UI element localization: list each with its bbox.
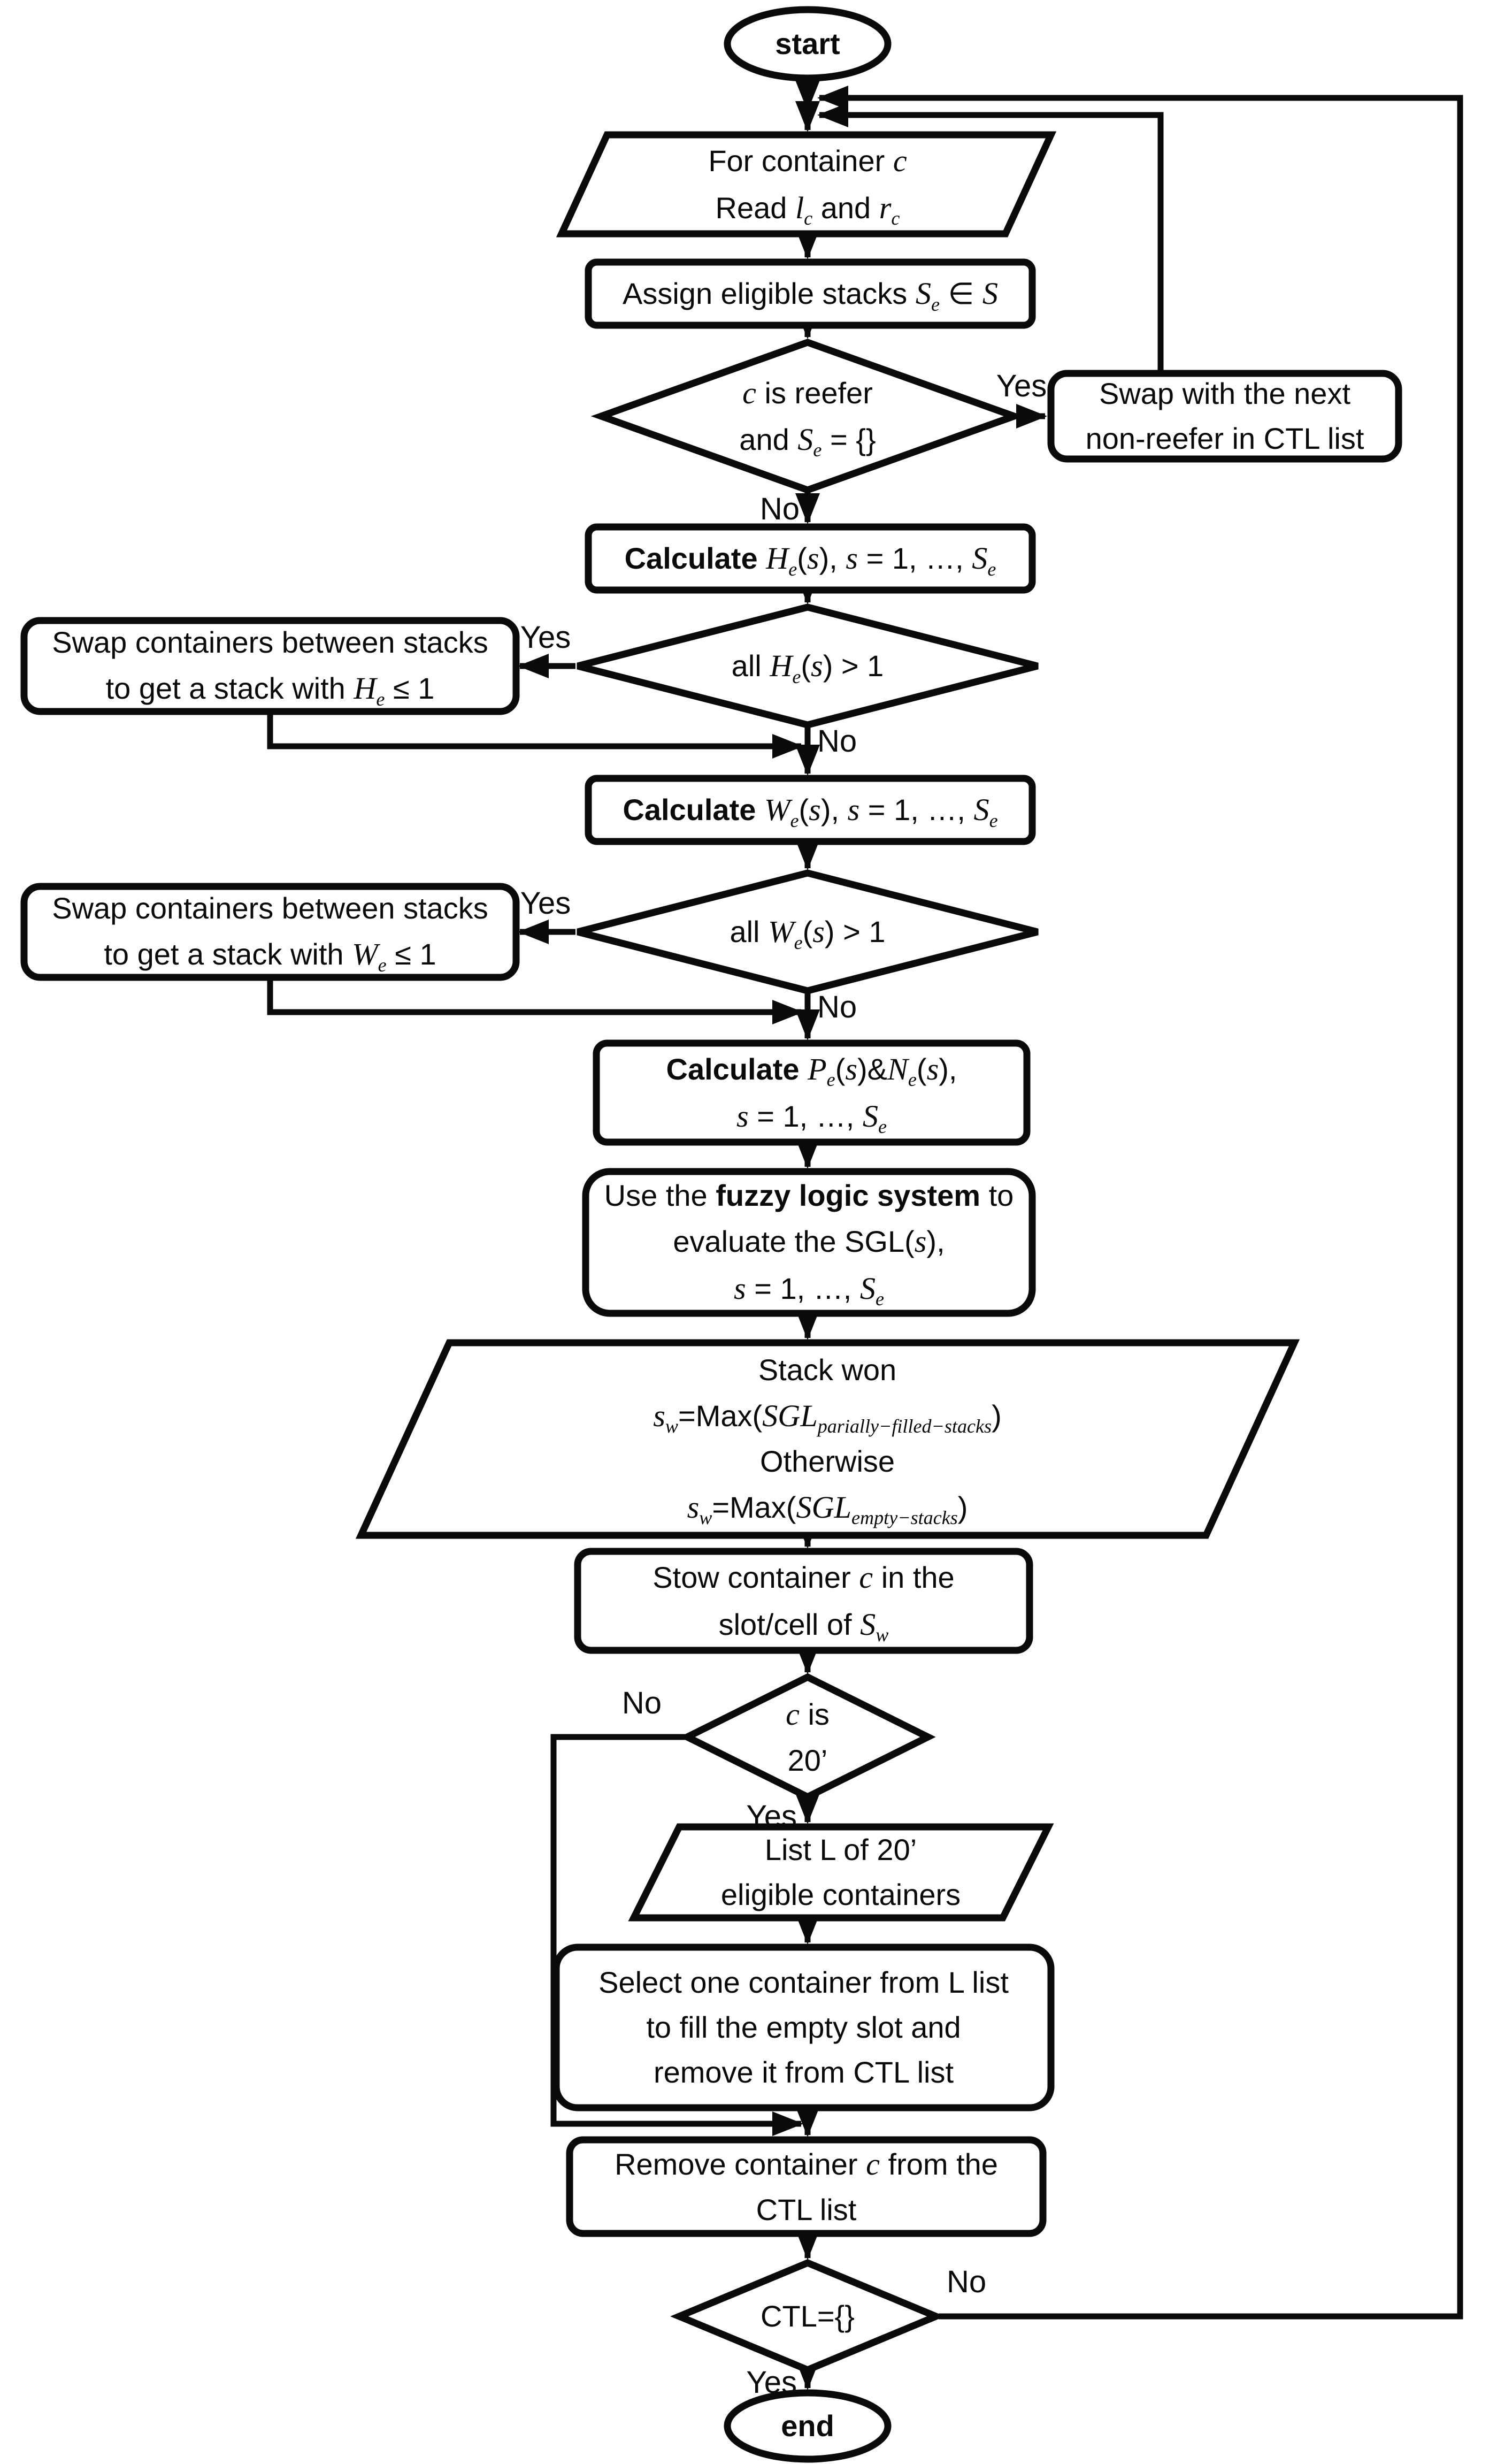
reefer-line-1: c is reefer bbox=[742, 375, 873, 410]
stack-won-line-1: Stack won bbox=[758, 1352, 897, 1387]
reefer-no-label: No bbox=[759, 492, 800, 526]
remove-process: Remove container c from the CTL list bbox=[570, 2140, 1043, 2233]
all-w-decision-shape bbox=[577, 869, 1039, 994]
read-line-1: For container c bbox=[708, 143, 907, 179]
stow-process: Stow container c in the slot/cell of Sw bbox=[578, 1551, 1030, 1650]
swap-nonreefer-shape bbox=[1047, 370, 1402, 463]
swap-w-line-2: to get a stack with We ≤ 1 bbox=[104, 937, 436, 976]
all-h-decision-shape bbox=[577, 603, 1039, 729]
all-w-yes-label: Yes bbox=[520, 886, 571, 921]
ctl-no-label: No bbox=[947, 2264, 987, 2299]
all-h-no-label: No bbox=[817, 724, 857, 759]
assign-process-shape bbox=[585, 258, 1036, 329]
swap-w-shape bbox=[20, 883, 520, 981]
end-label: end bbox=[781, 2409, 834, 2443]
reefer-yes-label: Yes bbox=[996, 369, 1047, 403]
calc-h-process: Calculate He(s), s = 1, …, Se bbox=[588, 527, 1032, 590]
calc-pn-process: Calculate Pe(s)&Ne(s), s = 1, …, Se bbox=[596, 1043, 1027, 1142]
assign-process: Assign eligible stacks Se ∈ S bbox=[588, 262, 1032, 325]
stack-won-line-3: Otherwise bbox=[759, 1444, 895, 1478]
select-process: Select one container from L list to fill… bbox=[556, 1947, 1051, 2108]
is20-yes-label: Yes bbox=[746, 1799, 797, 1834]
edge-swapw-merge bbox=[267, 977, 803, 1024]
fuzzy-line-2: evaluate the SGL(s), bbox=[673, 1224, 945, 1259]
ctl-yes-label: Yes bbox=[746, 2365, 797, 2400]
ctl-decision-shape bbox=[670, 2259, 945, 2374]
list20-line-1: List L of 20’ bbox=[764, 1833, 917, 1866]
remove-shape bbox=[566, 2136, 1047, 2237]
edge-ctl-no-return bbox=[817, 86, 1463, 2320]
swap-h-line-2: to get a stack with He ≤ 1 bbox=[105, 671, 435, 710]
swap-nonreefer-line-2: non-reefer in CTL list bbox=[1085, 422, 1364, 455]
all-h-line-1: all He(s) > 1 bbox=[731, 648, 884, 687]
list20-line-2: eligible containers bbox=[720, 1878, 961, 1911]
all-h-decision: all He(s) > 1 bbox=[578, 607, 1038, 725]
stow-shape bbox=[574, 1548, 1033, 1654]
assign-line-1: Assign eligible stacks Se ∈ S bbox=[623, 276, 998, 315]
is20-decision: c is 20’ bbox=[687, 1677, 928, 1797]
calc-w-process: Calculate We(s), s = 1, …, Se bbox=[588, 778, 1032, 841]
calc-w-line-1: Calculate We(s), s = 1, …, Se bbox=[623, 792, 998, 831]
start-terminator-shape bbox=[724, 6, 892, 82]
select-line-2: to fill the empty slot and bbox=[646, 2010, 961, 2044]
remove-line-2: CTL list bbox=[756, 2193, 857, 2227]
all-h-yes-label: Yes bbox=[520, 620, 571, 655]
calc-w-shape bbox=[585, 775, 1036, 845]
read-io-shape bbox=[556, 131, 1057, 238]
calc-h-line-1: Calculate He(s), s = 1, …, Se bbox=[624, 541, 996, 580]
stack-won-io-shape bbox=[355, 1339, 1300, 1539]
fuzzy-shape bbox=[582, 1168, 1036, 1317]
swap-h-line-1: Swap containers between stacks bbox=[52, 625, 488, 660]
stow-line-2: slot/cell of Sw bbox=[718, 1606, 889, 1646]
swap-w-line-1: Swap containers between stacks bbox=[52, 891, 488, 925]
fuzzy-process: Use the fuzzy logic system to evaluate t… bbox=[586, 1172, 1032, 1313]
is20-decision-shape bbox=[679, 1673, 936, 1801]
end-terminator: end bbox=[727, 2409, 888, 2443]
stack-won-line-2: sw=Max(SGLparially−filled−stacks) bbox=[653, 1398, 1002, 1437]
is20-line-2: 20’ bbox=[787, 1743, 828, 1777]
end-terminator-shape bbox=[724, 2389, 892, 2463]
edge-d20-no bbox=[550, 1734, 803, 2136]
edge-swaph-merge bbox=[267, 711, 803, 759]
all-w-decision: all We(s) > 1 bbox=[578, 873, 1038, 991]
calc-pn-line-2: s = 1, …, Se bbox=[736, 1098, 887, 1137]
reefer-decision: c is reefer and Se = {} bbox=[601, 342, 1014, 490]
all-w-no-label: No bbox=[817, 990, 857, 1024]
fuzzy-line-1: Use the fuzzy logic system to bbox=[604, 1179, 1014, 1213]
start-label: start bbox=[775, 27, 840, 60]
ctl-label: CTL={} bbox=[761, 2299, 855, 2333]
stack-won-io: Stack won sw=Max(SGLparially−filled−stac… bbox=[405, 1343, 1250, 1535]
is20-no-label: No bbox=[621, 1686, 662, 1720]
remove-line-1: Remove container c from the bbox=[615, 2146, 998, 2182]
swap-h-process: Swap containers between stacks to get a … bbox=[24, 621, 516, 711]
select-line-3: remove it from CTL list bbox=[653, 2055, 954, 2089]
reefer-line-2: and Se = {} bbox=[739, 422, 876, 461]
ctl-decision: CTL={} bbox=[679, 2263, 936, 2370]
calc-pn-line-1: Calculate Pe(s)&Ne(s), bbox=[666, 1052, 957, 1091]
stack-won-line-4: sw=Max(SGLempty−stacks) bbox=[687, 1490, 968, 1529]
read-io: For container c Read lc and rc bbox=[567, 135, 1048, 234]
select-line-1: Select one container from L list bbox=[598, 1965, 1009, 1999]
select-shape bbox=[552, 1943, 1055, 2111]
list20-io-shape bbox=[628, 1823, 1054, 1922]
start-terminator: start bbox=[727, 27, 888, 61]
swap-nonreefer-line-1: Swap with the next bbox=[1099, 377, 1351, 410]
stow-line-1: Stow container c in the bbox=[652, 1560, 955, 1595]
all-w-line-1: all We(s) > 1 bbox=[730, 914, 886, 953]
is20-line-1: c is bbox=[786, 1697, 830, 1732]
calc-pn-shape bbox=[593, 1039, 1031, 1146]
swap-nonreefer-process: Swap with the next non-reefer in CTL lis… bbox=[1051, 373, 1399, 459]
reefer-decision-shape bbox=[590, 339, 1025, 494]
calc-h-shape bbox=[585, 523, 1036, 594]
swap-w-process: Swap containers between stacks to get a … bbox=[24, 886, 516, 977]
edge-swap-nonreefer-return bbox=[817, 103, 1164, 372]
list20-io: List L of 20’ eligible containers bbox=[667, 1827, 1015, 1918]
fuzzy-line-3: s = 1, …, Se bbox=[733, 1271, 885, 1310]
read-line-2: Read lc and rc bbox=[715, 190, 900, 229]
swap-h-shape bbox=[20, 617, 520, 715]
